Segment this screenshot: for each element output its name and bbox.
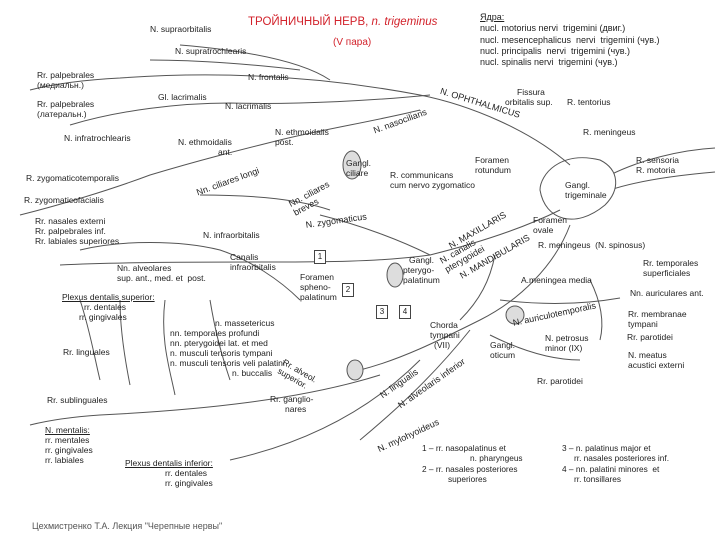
label-supratrochlearis: N. supratrochlearis <box>175 46 247 56</box>
diagram-subtitle: (V пара) <box>333 37 372 48</box>
marker-4: 4 <box>399 305 411 319</box>
label-rr-ganglionares: Rr. ganglio-nares <box>270 394 314 414</box>
label-linguales: Rr. linguales <box>63 347 110 357</box>
label-r-parotidei: Rr. parotidei <box>537 376 583 386</box>
label-meningeus: R. meningeus <box>583 127 636 137</box>
label-auriculares-ant: Nn. auriculares ant. <box>630 288 704 298</box>
marker-1: 1 <box>314 250 326 264</box>
marker-2: 2 <box>342 283 354 297</box>
label-sublinguales: Rr. sublinguales <box>47 395 108 405</box>
nuclei-list: Ядра:nucl. motorius nervi trigemini (дви… <box>480 12 660 68</box>
label-zygomaticotemporalis: R. zygomaticotemporalis <box>26 173 120 183</box>
label-parotidei-rr: Rr. parotidei <box>627 332 673 342</box>
label-palpebrales-lateral: Rr. palpebrales(латеральн.) <box>37 99 95 119</box>
label-gang-trigeminale: Gangl.trigeminale <box>565 180 607 200</box>
label-palpebrales-medial: Rr. palpebrales(медиальн.) <box>37 70 95 90</box>
label-supraorbitalis: N. supraorbitalis <box>150 24 212 34</box>
label-gang-pterygopalatinum: Gangl.pterygo-palatinum <box>403 255 440 285</box>
label-tentorius: R. tentorius <box>567 97 611 107</box>
label-frontalis: N. frontalis <box>248 72 289 82</box>
label-infraorbitalis: N. infraorbitalis <box>203 230 260 240</box>
marker-3: 3 <box>376 305 388 319</box>
label-zygomaticofacialis: R. zygomaticofacialis <box>24 195 104 205</box>
label-gang-oticum: Gangl.oticum <box>490 340 516 360</box>
footer-credit: Цехмистренко Т.А. Лекция "Черепные нервы… <box>32 521 223 531</box>
label-n-lacrimalis: N. lacrimalis <box>225 101 272 111</box>
diagram-title: ТРОЙНИЧНЫЙ НЕРВ, n. trigeminus <box>248 16 438 28</box>
label-meningea-media: A.meningea media <box>521 275 592 285</box>
label-gl-lacrimalis: Gl. lacrimalis <box>158 92 207 102</box>
label-meningeus-spinosus: R. meningeus (N. spinosus) <box>538 240 646 250</box>
label-gang-ciliare: Gangl.ciliare <box>346 158 372 178</box>
label-infratrochlearis: N. infratrochlearis <box>64 133 131 143</box>
